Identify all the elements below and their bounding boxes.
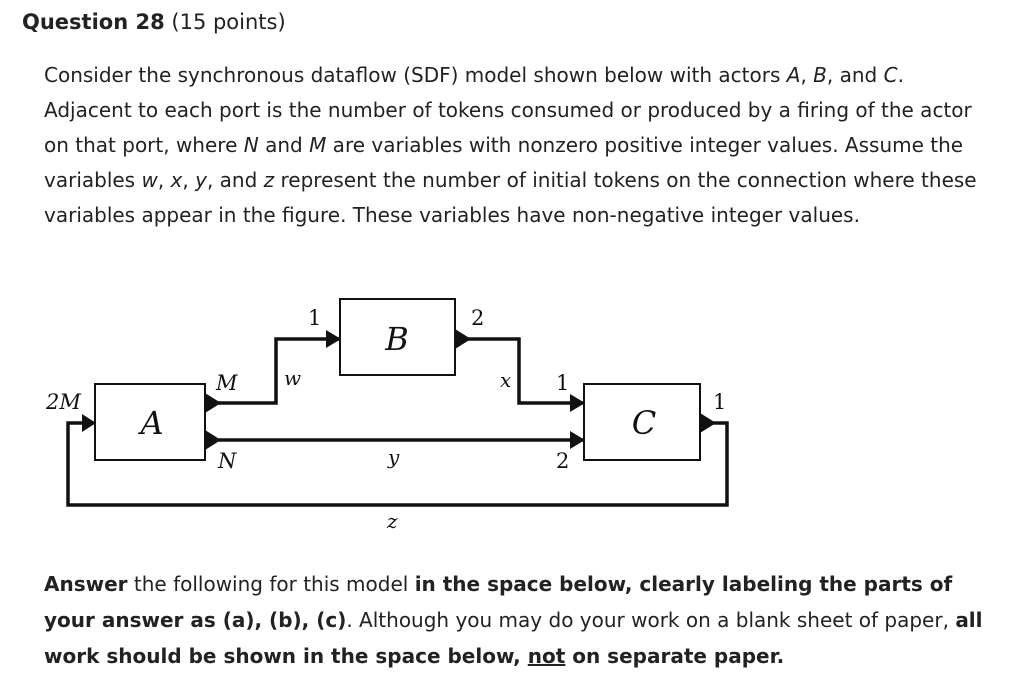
intro-text-2: . Adjacent to each port is the number of… (44, 63, 972, 157)
answer-bold-3: on separate paper. (565, 644, 785, 668)
answer-instructions: Answer the following for this model in t… (44, 566, 994, 674)
answer-lead: Answer (44, 572, 128, 596)
edge-c-a (66, 421, 729, 507)
intro-text-4: are variables with nonzero positive inte… (44, 133, 964, 192)
answer-text-1: the following for this model (127, 572, 415, 596)
answer-bold-2: all work should be shown in the space be… (44, 608, 983, 668)
intro-sep-1: , (800, 63, 814, 87)
intro-var-z: z (263, 168, 275, 192)
edge-b-c (455, 337, 584, 405)
answer-bold-1: in the space below, clearly labeling the… (44, 572, 953, 632)
port-b-output (455, 329, 471, 349)
rate-c-output: 1 (713, 390, 726, 414)
delay-y: y (387, 445, 400, 469)
rate-a-input: 2M (45, 390, 81, 414)
answer-text-2: . Although you may do your work on a bla… (346, 608, 956, 632)
question-points: (15 points) (171, 10, 286, 34)
intro-sep-2: , and (826, 63, 884, 87)
rate-b-input: 1 (308, 306, 321, 330)
intro-sep-4: , (182, 168, 196, 192)
sdf-diagram: A B C 2M M N 1 2 1 2 1 w x y z (45, 298, 729, 533)
port-c-input-top-arrow (570, 394, 585, 412)
delay-x: x (500, 368, 511, 392)
intro-text-3: and (258, 133, 310, 157)
intro-actor-b: B (813, 63, 827, 87)
intro-var-x: x (170, 168, 183, 192)
actor-c-label: C (632, 404, 656, 442)
actor-a-label: A (137, 404, 163, 442)
intro-sep-5: , and (206, 168, 264, 192)
port-a-output-top (205, 393, 221, 413)
intro-var-y: y (195, 168, 207, 192)
delay-w: w (284, 366, 301, 390)
rate-b-output: 2 (471, 306, 484, 330)
intro-text-5: represent the number of initial tokens o… (44, 168, 977, 227)
intro-var-m: M (309, 133, 327, 157)
rate-a-output-top: M (215, 371, 238, 395)
actor-b-label: B (384, 320, 409, 358)
intro-var-n: N (243, 133, 259, 157)
port-c-output (700, 413, 716, 433)
port-a-input-arrow (82, 414, 96, 432)
intro-actor-a: A (786, 63, 801, 87)
port-a-output-bottom (205, 430, 221, 450)
rate-c-input-bottom: 2 (556, 449, 569, 473)
actor-c-box (583, 383, 701, 461)
actor-a-box (94, 383, 206, 461)
question-intro: Consider the synchronous dataflow (SDF) … (44, 58, 984, 233)
intro-text-1: Consider the synchronous dataflow (SDF) … (44, 63, 787, 87)
rate-c-input-top: 1 (556, 371, 569, 395)
question-heading: Question 28 (15 points) (22, 10, 286, 34)
port-c-input-bottom-arrow (570, 431, 585, 449)
intro-var-w: w (141, 168, 158, 192)
edge-a-b (205, 337, 340, 405)
intro-sep-3: , (157, 168, 171, 192)
rate-a-output-bottom: N (217, 449, 237, 473)
port-b-input-arrow (326, 330, 341, 348)
question-number: Question 28 (22, 10, 165, 34)
answer-underline-not: not (527, 644, 566, 668)
delay-z: z (386, 509, 398, 533)
intro-actor-c: C (883, 63, 898, 87)
